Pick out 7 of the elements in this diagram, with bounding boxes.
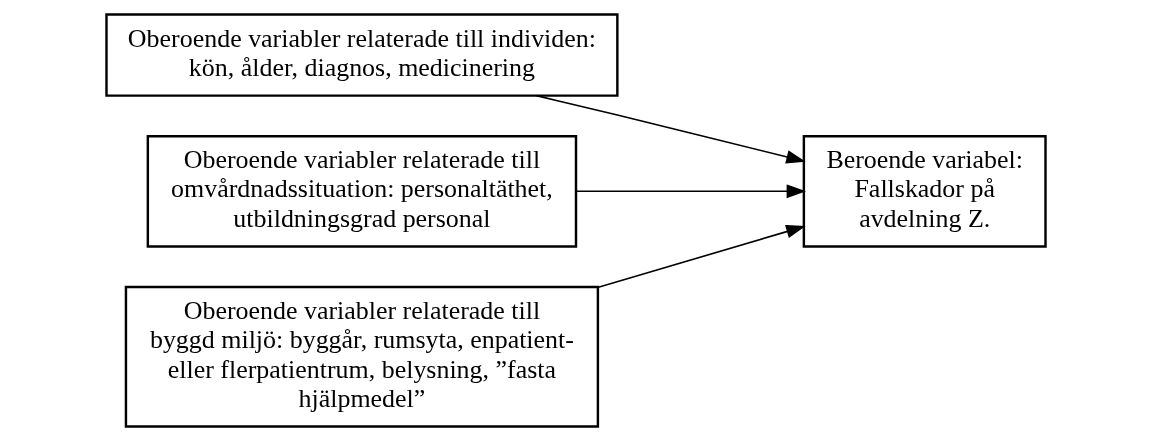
node-box: Beroende variabel: Fallskador på avdelning Z. xyxy=(802,134,1047,248)
node-box: Oberoende variabler relaterade till individen: kön, ålder, diagnos, medicinering xyxy=(104,13,619,97)
node-box: Oberoende variabler relaterade till omvårdnadssituation: personaltäthet, utbildningsgrad personal xyxy=(146,134,577,248)
arrow xyxy=(575,184,806,199)
arrow xyxy=(597,225,806,289)
arrow xyxy=(535,94,806,164)
node-box: Oberoende variabler relaterade till byggd miljö: byggår, rumsyta, enpatient- eller flerpatientrum, belysning, ”fasta hjälpmedel” xyxy=(124,285,599,428)
